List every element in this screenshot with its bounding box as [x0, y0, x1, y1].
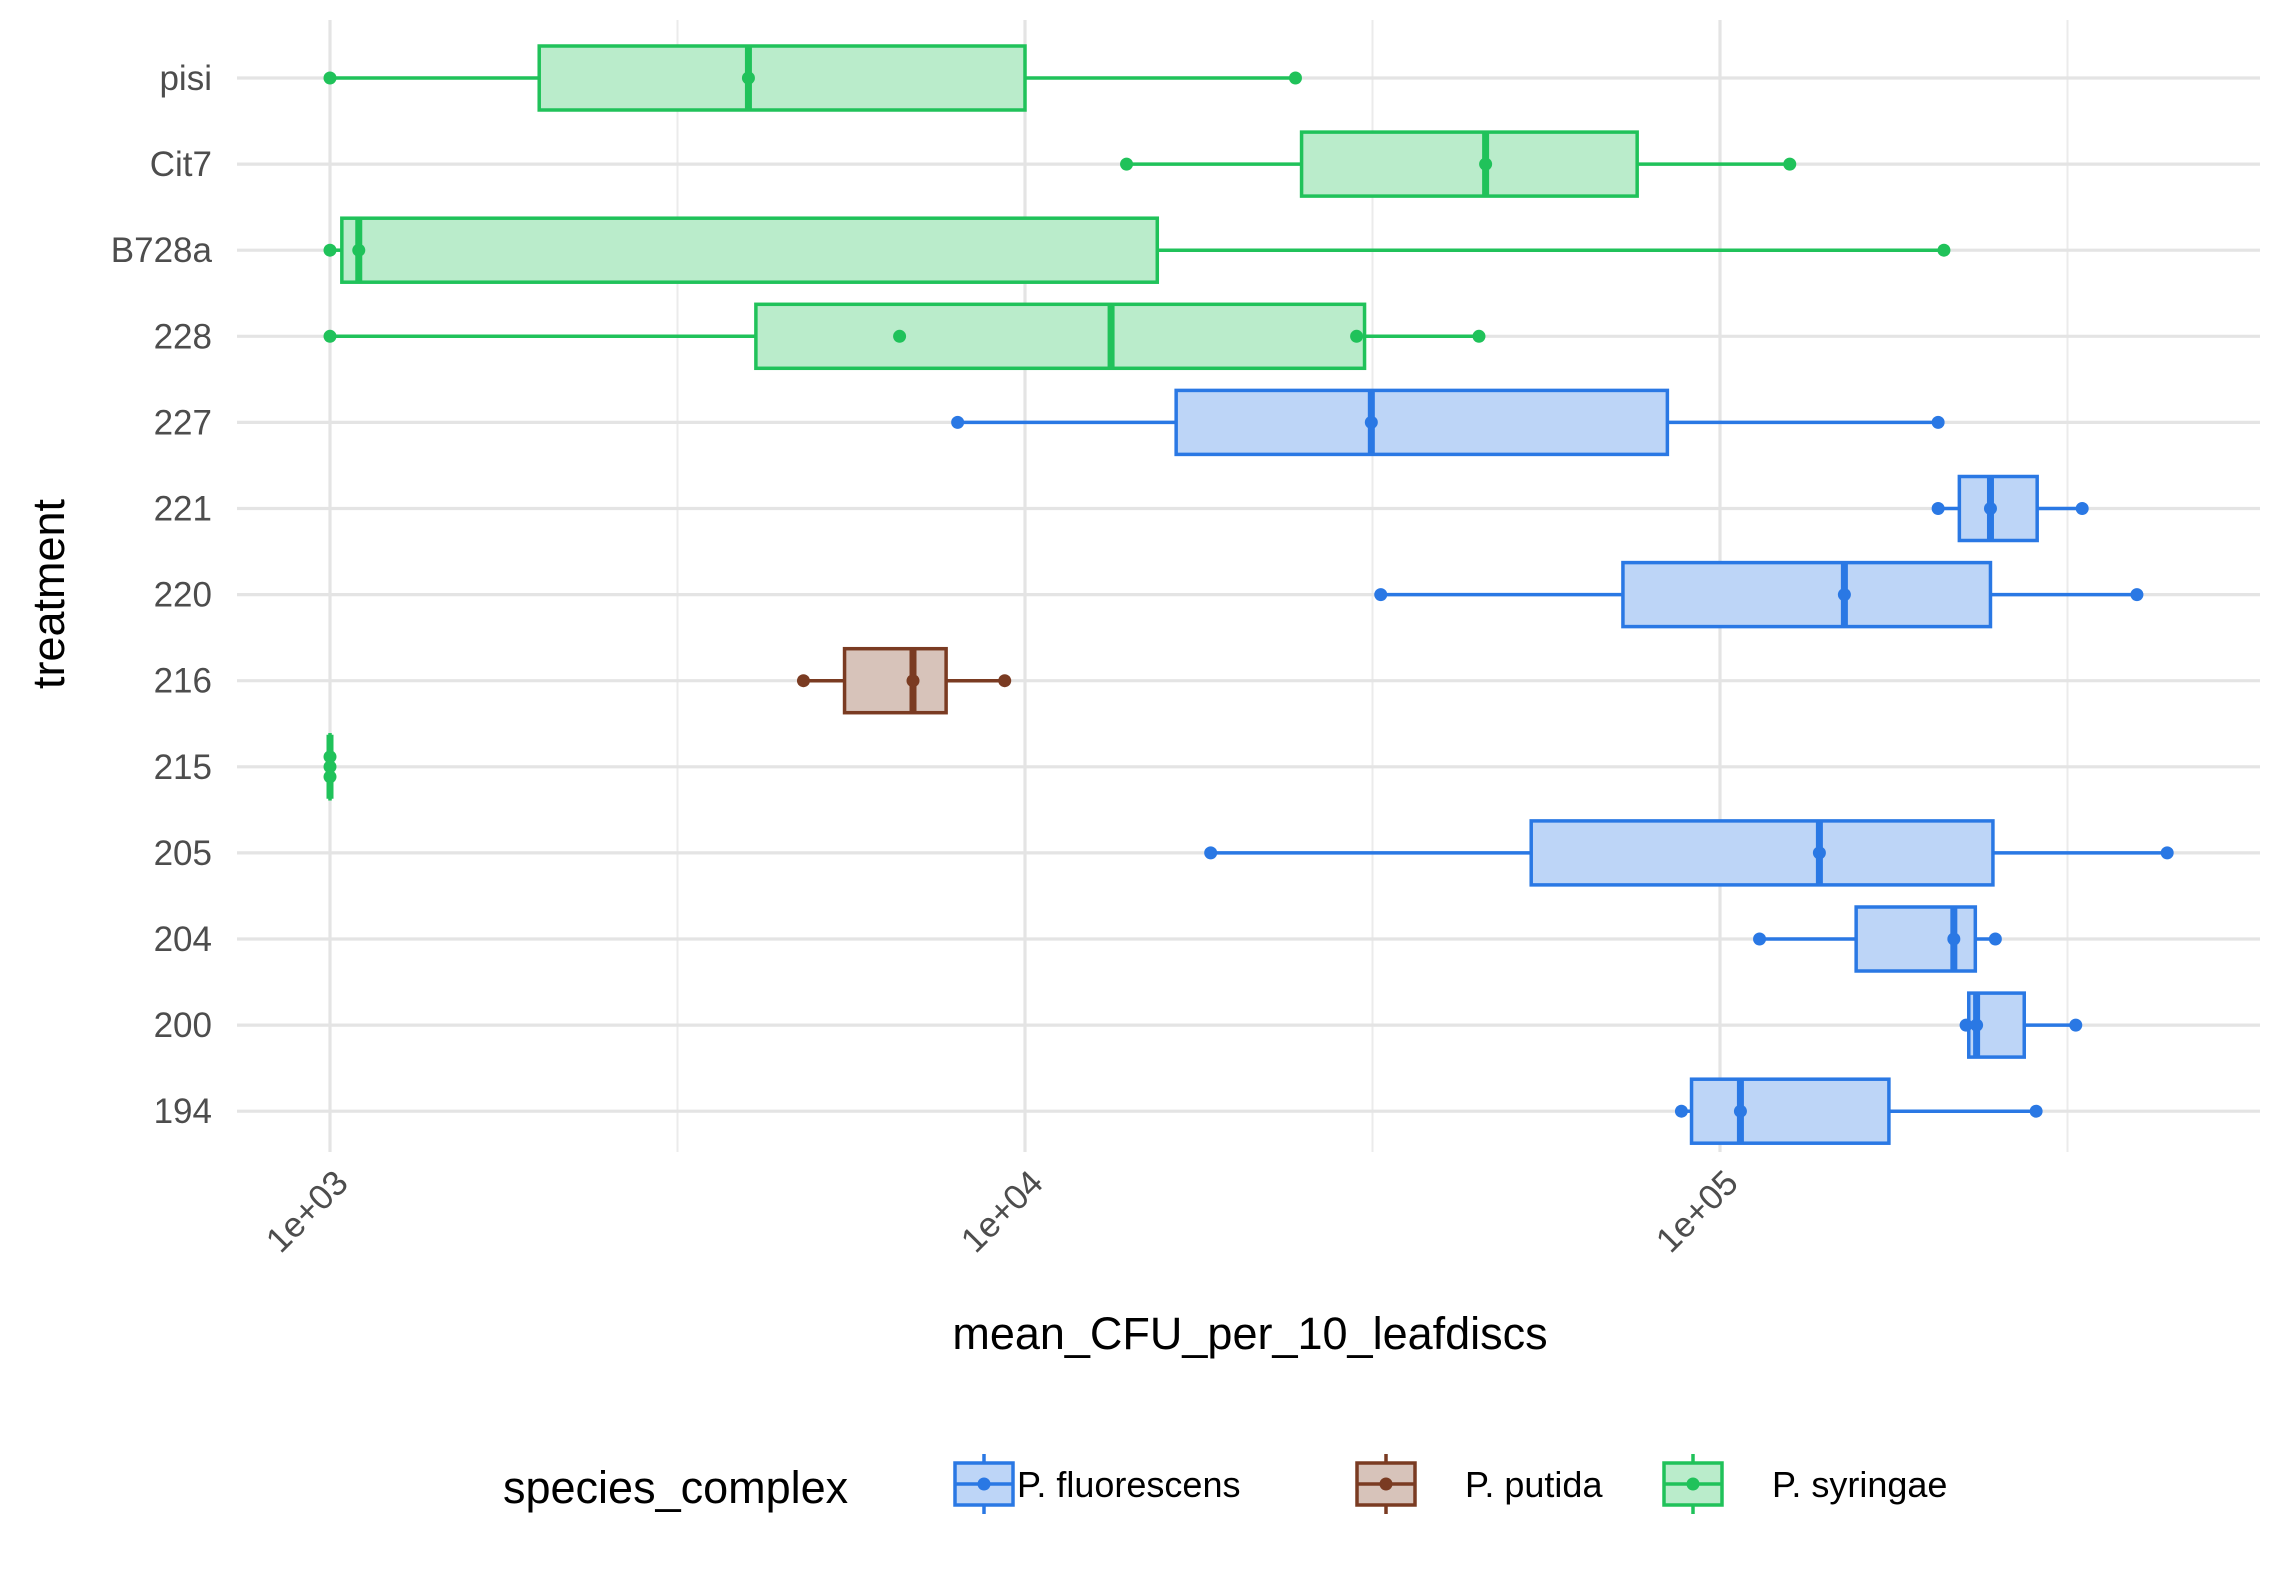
box-205 — [1204, 821, 2174, 885]
data-point — [1989, 933, 2002, 946]
data-point — [1675, 1105, 1688, 1118]
y-tick-label: B728a — [111, 231, 213, 270]
data-point — [1365, 416, 1378, 429]
box-iqr — [1176, 390, 1667, 454]
data-point — [1838, 588, 1851, 601]
box-iqr — [1302, 132, 1638, 196]
y-tick-label: 220 — [154, 576, 212, 615]
box-iqr — [1692, 1079, 1889, 1143]
box-227 — [951, 390, 1944, 454]
data-point — [2161, 846, 2174, 859]
box-221 — [1932, 477, 2089, 541]
x-axis-title: mean_CFU_per_10_leafdiscs — [952, 1308, 1547, 1359]
y-tick-label: 227 — [154, 403, 212, 442]
box-iqr — [1959, 477, 2037, 541]
data-point — [1120, 158, 1133, 171]
data-point — [2076, 502, 2089, 515]
data-point — [998, 674, 1011, 687]
y-tick-label: 228 — [154, 317, 212, 356]
y-tick-label: 215 — [154, 748, 212, 787]
box-200 — [1960, 993, 2083, 1057]
data-point — [352, 244, 365, 257]
data-point — [1947, 933, 1960, 946]
box-B728a — [324, 218, 1951, 282]
y-tick-label: 216 — [154, 662, 212, 701]
data-point — [1350, 330, 1363, 343]
data-point — [1932, 502, 1945, 515]
x-tick-label: 1e+03 — [259, 1163, 356, 1260]
legend: species_complex P. fluorescens P. putida P… — [503, 1454, 1947, 1514]
legend-label: P. syringae — [1772, 1464, 1947, 1505]
data-point — [1783, 158, 1796, 171]
legend-label: P. fluorescens — [1017, 1464, 1240, 1505]
box-216 — [797, 649, 1011, 713]
box-pisi — [324, 46, 1302, 110]
data-point — [1734, 1105, 1747, 1118]
y-tick-label: 194 — [154, 1092, 212, 1131]
y-tick-label: Cit7 — [150, 145, 212, 184]
box-iqr — [1531, 821, 1993, 885]
data-point — [1753, 933, 1766, 946]
legend-item-0: P. fluorescens — [955, 1454, 1240, 1514]
box-iqr — [539, 46, 1025, 110]
legend-label: P. putida — [1465, 1464, 1603, 1505]
data-point — [742, 72, 755, 85]
legend-item-2: P. syringae — [1664, 1454, 1947, 1514]
box-194 — [1675, 1079, 2043, 1143]
data-point — [1374, 588, 1387, 601]
y-tick-label: 221 — [154, 490, 212, 529]
data-point — [2130, 588, 2143, 601]
legend-key-point — [1380, 1478, 1393, 1491]
box-iqr — [756, 304, 1365, 368]
data-point — [1970, 1019, 1983, 1032]
data-point — [2069, 1019, 2082, 1032]
box-iqr — [1623, 563, 1991, 627]
data-point — [951, 416, 964, 429]
data-point — [324, 330, 337, 343]
box-228 — [324, 304, 1486, 368]
data-point — [324, 770, 337, 783]
data-point — [1204, 846, 1217, 859]
data-point — [1479, 158, 1492, 171]
data-point — [1937, 244, 1950, 257]
data-point — [907, 674, 920, 687]
box-iqr — [342, 218, 1157, 282]
y-tick-label: 204 — [154, 920, 212, 959]
data-point — [324, 244, 337, 257]
y-tick-label: 205 — [154, 834, 212, 873]
data-point — [1932, 416, 1945, 429]
data-point — [893, 330, 906, 343]
data-point — [324, 72, 337, 85]
box-215 — [324, 735, 337, 799]
x-tick-label: 1e+04 — [954, 1163, 1051, 1260]
legend-title: species_complex — [503, 1462, 849, 1513]
legend-key-point — [1687, 1478, 1700, 1491]
data-point — [1813, 846, 1826, 859]
x-tick-label: 1e+05 — [1649, 1163, 1746, 1260]
box-Cit7 — [1120, 132, 1796, 196]
box-204 — [1753, 907, 2002, 971]
y-axis-title: treatment — [23, 498, 74, 689]
x-tick-labels: 1e+03 1e+04 1e+05 — [259, 1163, 1746, 1260]
data-point — [1472, 330, 1485, 343]
y-tick-label: pisi — [159, 59, 212, 98]
legend-item-1: P. putida — [1357, 1454, 1603, 1514]
data-point — [797, 674, 810, 687]
data-point — [1289, 72, 1302, 85]
legend-key-point — [978, 1478, 991, 1491]
data-point — [2030, 1105, 2043, 1118]
data-point — [1984, 502, 1997, 515]
y-tick-label: 200 — [154, 1006, 212, 1045]
box-iqr — [845, 649, 947, 713]
box-220 — [1374, 563, 2143, 627]
